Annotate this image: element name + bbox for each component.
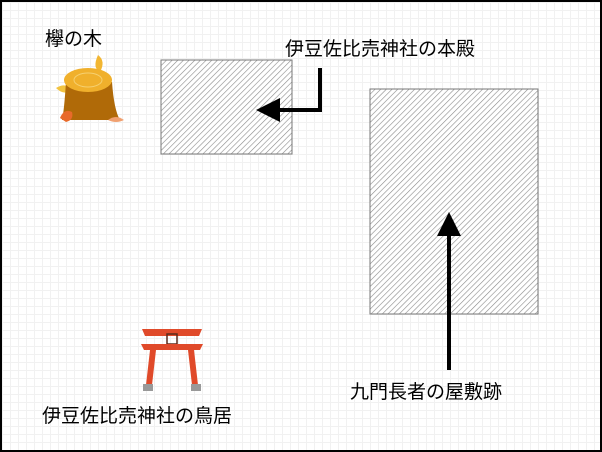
torii-icon (141, 329, 203, 391)
torii-label: 伊豆佐比売神社の鳥居 (42, 405, 233, 427)
keyaki-tree-label: 欅の木 (45, 28, 103, 50)
residence-ruins-area (369, 88, 539, 315)
tree-stump-icon (56, 55, 124, 122)
main-hall-arrow (256, 68, 322, 122)
main-hall-label: 伊豆佐比売神社の本殿 (285, 38, 476, 60)
residence-ruins-label: 九門長者の屋敷跡 (350, 381, 503, 403)
main-hall-area (160, 59, 293, 155)
